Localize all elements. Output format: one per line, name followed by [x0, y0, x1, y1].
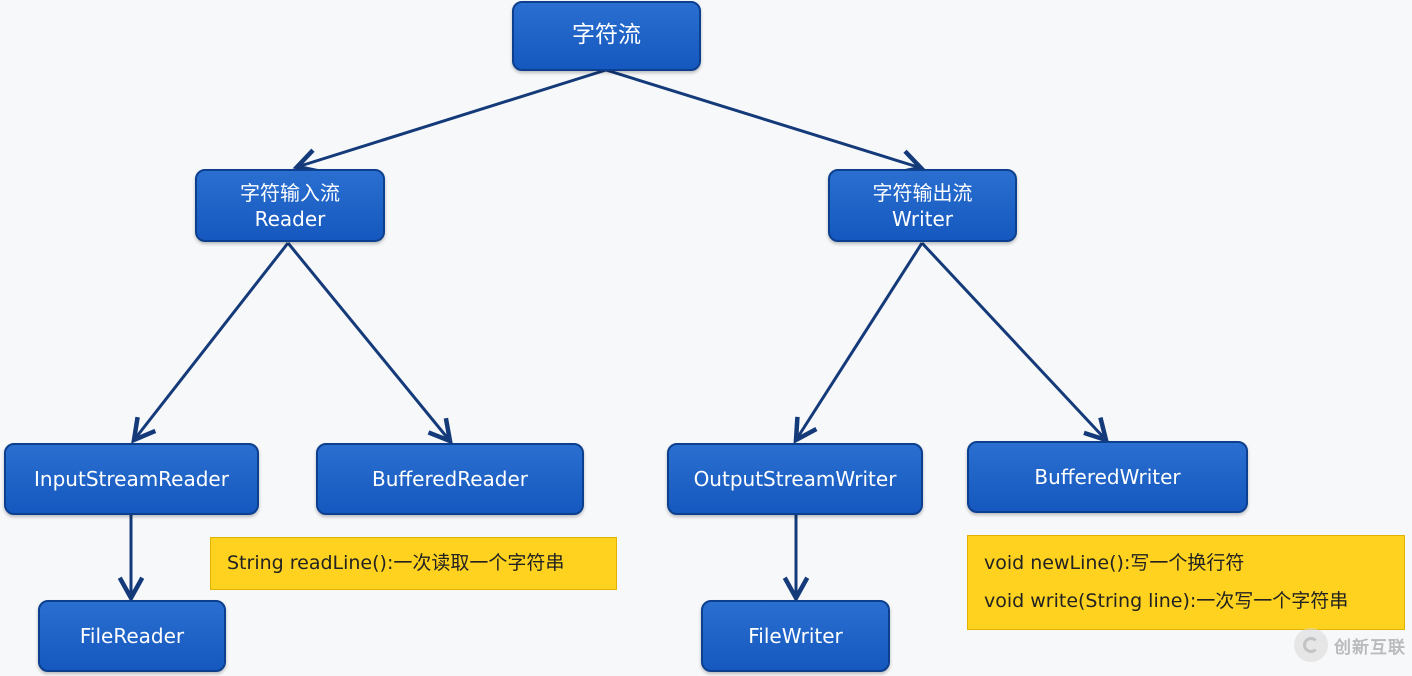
- reader-node: 字符输入流 Reader: [195, 169, 385, 242]
- filereader-node: FileReader: [38, 600, 226, 672]
- reader-label-cn: 字符输入流: [240, 180, 340, 205]
- filewriter-label: FileWriter: [748, 624, 843, 648]
- arrow-root-to-writer: [605, 68, 921, 168]
- watermark: 创新互联: [1294, 628, 1406, 662]
- arrow-writer-to-bufferedwriter: [920, 241, 1106, 440]
- watermark-logo-icon: [1294, 628, 1328, 662]
- inputstreamreader-label: InputStreamReader: [34, 467, 229, 491]
- reader-method-note: String readLine():一次读取一个字符串: [210, 537, 617, 590]
- writer-label-en: Writer: [891, 206, 954, 231]
- arrow-reader-to-bufferedreader: [286, 242, 450, 441]
- writer-method-note: void newLine():写一个换行符 void write(String …: [967, 535, 1405, 630]
- bufferedwriter-node: BufferedWriter: [967, 441, 1248, 513]
- outputstreamwriter-label: OutputStreamWriter: [693, 467, 897, 491]
- reader-label-en: Reader: [254, 206, 326, 231]
- root-label: 字符流: [572, 22, 641, 49]
- watermark-text: 创新互联: [1334, 637, 1406, 658]
- arrow-reader-to-inputstreamreader: [134, 242, 290, 440]
- filereader-label: FileReader: [79, 624, 185, 648]
- inputstreamreader-node: InputStreamReader: [4, 443, 259, 515]
- writer-node: 字符输出流 Writer: [828, 169, 1017, 242]
- write-method-text: void write(String line):一次写一个字符串: [984, 589, 1349, 612]
- arrow-root-to-reader: [297, 68, 607, 167]
- bufferedreader-node: BufferedReader: [316, 443, 584, 515]
- filewriter-node: FileWriter: [701, 600, 890, 672]
- outputstreamwriter-node: OutputStreamWriter: [667, 443, 923, 515]
- newline-method-text: void newLine():写一个换行符: [984, 552, 1245, 575]
- bufferedwriter-label: BufferedWriter: [1034, 465, 1181, 489]
- readline-method-text: String readLine():一次读取一个字符串: [227, 551, 565, 574]
- writer-label-cn: 字符输出流: [872, 180, 973, 205]
- arrow-writer-to-outputstreamwriter: [796, 242, 924, 440]
- bufferedreader-label: BufferedReader: [371, 467, 529, 491]
- root-node: 字符流: [512, 1, 701, 71]
